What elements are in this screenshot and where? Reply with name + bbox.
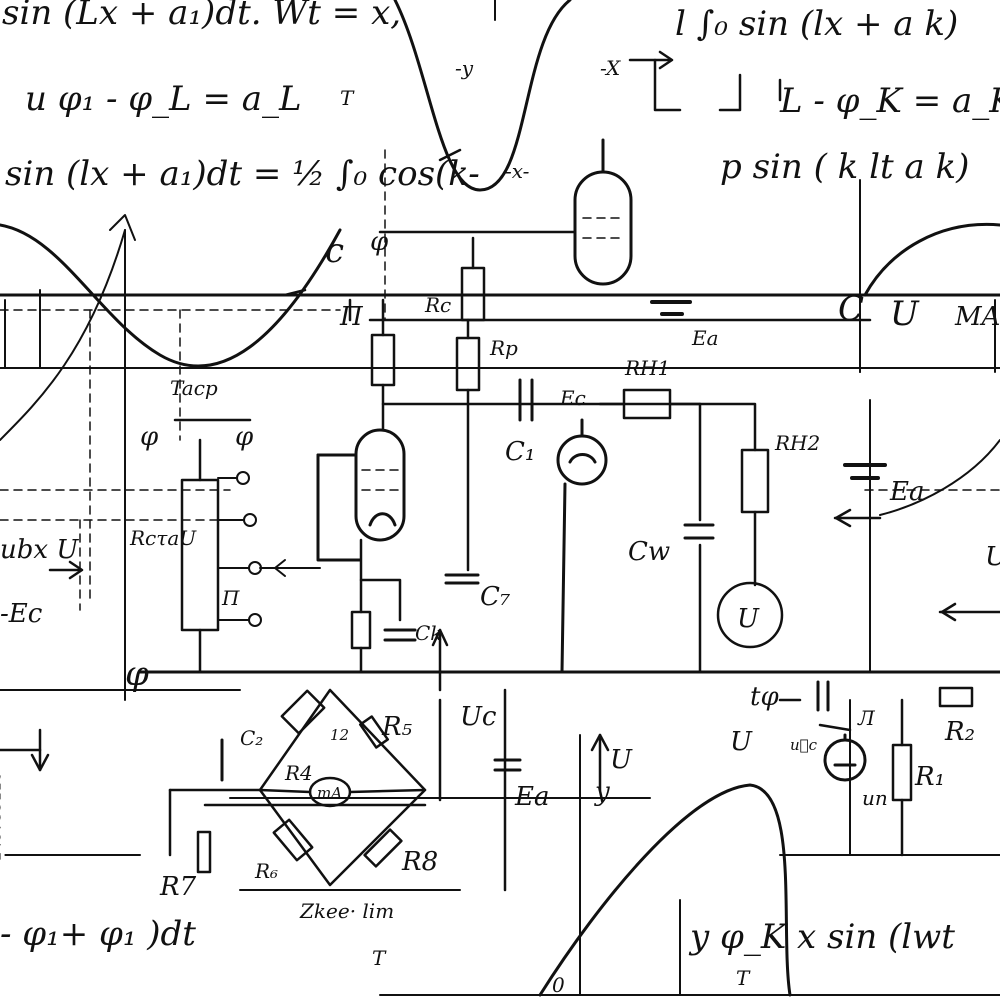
formula-line: sin (lx + a₁)dt = ½ ∫₀ cos(k-: [5, 154, 480, 194]
batteries: [650, 300, 887, 480]
label: φ: [370, 227, 389, 257]
label: C: [838, 289, 864, 329]
label: Π: [221, 586, 240, 610]
switch-panel: [217, 471, 321, 627]
formula-line: sin (Lx + a₁)dt. Wt = x,: [2, 0, 401, 33]
label: φ: [235, 422, 254, 452]
label: Cw: [628, 537, 670, 567]
label: R7: [159, 872, 197, 902]
component-labels: -y -X -x- φ c Π Tacp φ φ RcτaU Π ubx U -…: [0, 56, 1000, 997]
label: Ck: [415, 621, 442, 645]
label: Ea: [691, 326, 719, 350]
label: C₇: [480, 582, 511, 612]
label: -X: [600, 56, 621, 80]
graph-axes: [4, 0, 996, 996]
label: u⃗c: [790, 736, 818, 754]
formula-line: p sin ( k lt a k): [720, 147, 969, 187]
label: Uc: [460, 702, 497, 732]
label: R₆: [254, 859, 278, 883]
label: C₁: [505, 437, 535, 467]
label: U: [890, 294, 920, 334]
bridge-circuit: [168, 688, 427, 887]
formula-line: u φ₁ - φ_L = a_L: [25, 79, 302, 119]
label: -y: [455, 56, 474, 80]
label: mA: [317, 784, 342, 802]
label: R₁: [914, 762, 945, 792]
formula-line: L - φ_K = a_K: [779, 81, 1000, 121]
meter-u: [716, 581, 784, 649]
label: R₅: [381, 712, 413, 742]
label: RcτaU: [129, 526, 197, 550]
label: Tacp: [170, 376, 218, 400]
formula-line: T: [340, 86, 355, 110]
label: R8: [401, 847, 438, 877]
label: uп: [862, 786, 888, 810]
label: φ: [125, 654, 149, 694]
label: 0: [552, 973, 565, 997]
label: U: [730, 727, 753, 757]
resistors: [173, 230, 974, 874]
vacuum-tube-top: [573, 138, 633, 286]
label: tφ: [750, 682, 779, 712]
formula-line: y φ_K x sin (lwt: [688, 917, 955, 957]
formula-line: - φ₁+ φ₁ )dt: [0, 914, 196, 954]
label: y: [594, 777, 610, 807]
capacitors: [220, 378, 830, 782]
arrows-and-ticks: [0, 50, 1000, 892]
label: -x-: [505, 159, 530, 183]
label: RH1: [624, 356, 670, 380]
circuit-rails: [0, 293, 1000, 996]
label: U: [610, 745, 633, 775]
label: MA: [954, 302, 1000, 332]
stock-image-id: 249735116: [0, 767, 5, 865]
label: R₂: [944, 717, 975, 747]
formula-line: T: [372, 946, 387, 970]
label: C₂: [240, 726, 263, 750]
label: Rp: [489, 336, 518, 360]
label: Ec: [559, 386, 586, 410]
formula-line: Zkee· lim: [299, 899, 394, 923]
label: 12: [330, 726, 349, 744]
label: Rc: [424, 293, 451, 317]
formula-line: l ∫₀ sin (lx + a k): [675, 4, 958, 44]
label: U: [985, 542, 1000, 572]
diode-tube-right: [823, 733, 867, 782]
label: c: [325, 231, 344, 271]
label: U: [737, 604, 760, 634]
label: Л: [857, 706, 876, 730]
label: R4: [284, 761, 313, 785]
label: ubx U: [0, 535, 79, 565]
label: T: [736, 966, 751, 990]
formula-text: sin (Lx + a₁)dt. Wt = x, u φ₁ - φ_L = a_…: [0, 0, 1000, 970]
label: -Ec: [0, 599, 43, 629]
vacuum-tube-mid: [316, 428, 406, 562]
diode-tube: [556, 418, 608, 674]
label: Π: [339, 302, 364, 332]
label: RH2: [774, 431, 820, 455]
label: φ: [140, 422, 159, 452]
label: Ea: [889, 477, 924, 507]
label: Ea: [514, 782, 549, 812]
dashed-guides: [0, 149, 1000, 611]
